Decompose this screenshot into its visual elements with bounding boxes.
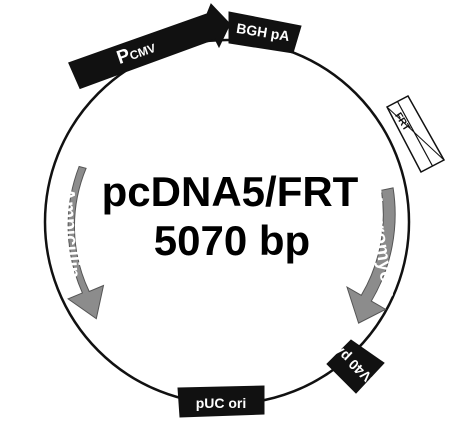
bgh-pa-box bbox=[228, 11, 302, 54]
ampicillin-label: Ampicillin bbox=[56, 187, 83, 279]
pcmv-feature: PCMV bbox=[68, 3, 231, 90]
pcmv-arrow bbox=[68, 3, 231, 90]
puc-ori-box bbox=[177, 385, 265, 418]
sv40-pa-box bbox=[326, 339, 385, 394]
puc-ori-feature: pUC ori bbox=[177, 385, 265, 418]
bgh-pa-feature: BGH pA bbox=[228, 11, 302, 54]
puc-ori-label: pUC ori bbox=[196, 395, 247, 411]
frt-feature: FRT bbox=[385, 94, 446, 174]
sv40-pa-feature: SV40 pA bbox=[326, 339, 385, 394]
plasmid-name: pcDNA5/FRT bbox=[102, 168, 359, 215]
ampicillin-arrow bbox=[67, 165, 105, 320]
hygromycin-arrow bbox=[346, 187, 396, 324]
ampicillin-feature: Ampicillin bbox=[56, 165, 105, 320]
frt-box-slash bbox=[386, 106, 445, 161]
frt-box-diagonal bbox=[396, 101, 434, 167]
plasmid-size: 5070 bp bbox=[154, 217, 310, 264]
